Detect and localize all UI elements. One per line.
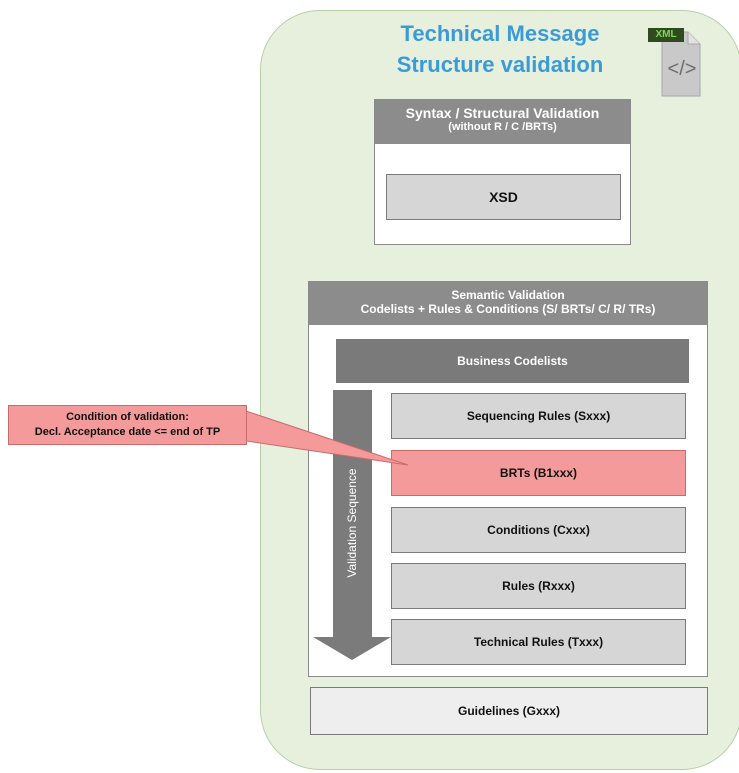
xml-badge: XML xyxy=(648,28,684,42)
callout-line-2: Decl. Acceptance date <= end of TP xyxy=(34,426,221,438)
conditions-box: Conditions (Cxxx) xyxy=(391,507,686,553)
title-line-1: Technical Message xyxy=(400,21,600,46)
callout-line-1: Condition of validation: xyxy=(66,411,189,423)
title-line-2: Structure validation xyxy=(396,52,604,77)
semantic-validation-title: Semantic Validation xyxy=(451,288,565,302)
validation-condition-callout: Condition of validation: Decl. Acceptanc… xyxy=(8,405,247,445)
xsd-box: XSD xyxy=(386,174,621,220)
semantic-validation-subtitle: Codelists + Rules & Conditions (S/ BRTs/… xyxy=(360,302,656,316)
technical-rules-box: Technical Rules (Txxx) xyxy=(391,619,686,665)
brts-box: BRTs (B1xxx) xyxy=(391,450,686,496)
guidelines-box: Guidelines (Gxxx) xyxy=(310,687,708,735)
syntax-validation-subtitle: (without R / C /BRTs) xyxy=(448,121,557,133)
syntax-validation-title: Syntax / Structural Validation xyxy=(405,105,600,121)
code-icon: </> xyxy=(667,58,697,80)
business-codelists-box: Business Codelists xyxy=(336,339,689,383)
xml-file-icon: XML </> xyxy=(648,28,702,98)
rules-box: Rules (Rxxx) xyxy=(391,563,686,609)
semantic-validation-header: Semantic Validation Codelists + Rules & … xyxy=(309,282,707,325)
page-title: Technical Message Structure validation xyxy=(300,18,700,80)
sequencing-rules-box: Sequencing Rules (Sxxx) xyxy=(391,393,686,439)
syntax-validation-header: Syntax / Structural Validation (without … xyxy=(375,100,630,144)
syntax-validation-box: Syntax / Structural Validation (without … xyxy=(374,99,631,245)
